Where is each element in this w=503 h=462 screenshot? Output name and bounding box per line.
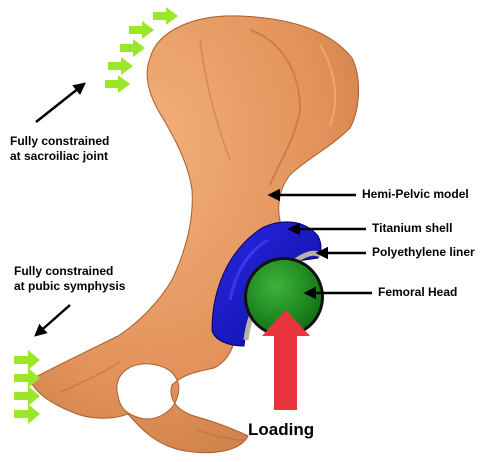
- label-pubic: Fully constrained at pubic symphysis: [14, 264, 125, 294]
- label-sacroiliac-line-2: at sacroiliac joint: [10, 149, 109, 164]
- label-pubic-line-1: Fully constrained: [14, 264, 125, 279]
- black-arrow-icon: [36, 305, 70, 335]
- label-loading: Loading: [248, 420, 314, 440]
- label-titanium-shell: Titanium shell: [372, 221, 452, 236]
- label-femoral-head: Femoral Head: [378, 285, 457, 300]
- green-arrow-icon: [14, 404, 40, 424]
- black-arrow-icon: [36, 84, 84, 122]
- green-arrow-icon: [120, 39, 145, 57]
- label-hemi-pelvic: Hemi-Pelvic model: [362, 187, 469, 202]
- label-sacroiliac: Fully constrained at sacroiliac joint: [10, 134, 109, 164]
- green-arrow-icon: [108, 57, 133, 75]
- label-pubic-line-2: at pubic symphysis: [14, 279, 125, 294]
- green-arrow-icon: [105, 75, 130, 93]
- label-sacroiliac-line-1: Fully constrained: [10, 134, 109, 149]
- green-arrow-icon: [14, 350, 40, 370]
- green-arrow-icon: [129, 21, 154, 39]
- green-arrow-icon: [153, 7, 178, 25]
- label-polyethylene-liner: Polyethylene liner: [372, 245, 475, 260]
